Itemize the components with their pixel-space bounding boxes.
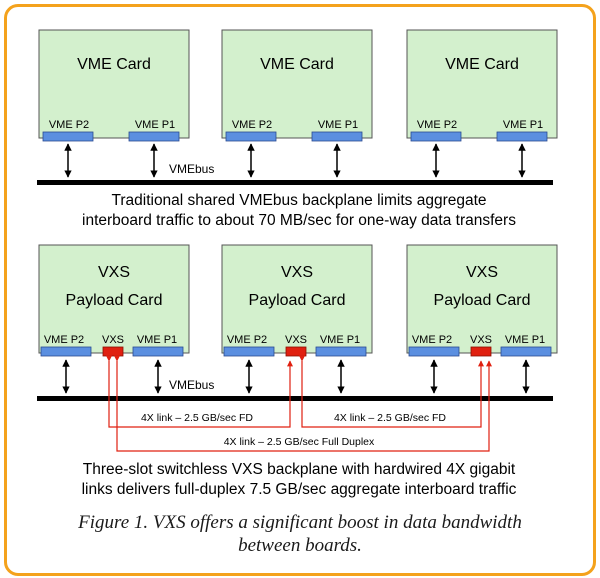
vxs-card-2-title-line2: Payload Card bbox=[249, 292, 346, 309]
vxs-card-1-body bbox=[38, 244, 190, 354]
link-card2-card3 bbox=[299, 355, 484, 428]
vme-card-2-title: VME Card bbox=[260, 56, 334, 73]
figure-frame: VME Card VME P2 VME P1 VME Card VME P2 V… bbox=[4, 4, 596, 576]
vxs-card-2-p1-label: VME P1 bbox=[320, 334, 360, 346]
vme-card-2: VME Card VME P2 VME P1 bbox=[221, 29, 373, 142]
vxs-card-3-title-line2: Payload Card bbox=[434, 292, 531, 309]
link-label-1: 4X link – 2.5 GB/sec FD bbox=[141, 412, 253, 424]
vxs-card-1-title-line2: Payload Card bbox=[66, 292, 163, 309]
top-caption-line1: Traditional shared VMEbus backplane limi… bbox=[111, 192, 486, 209]
vxs-card-3-vxs-connector bbox=[470, 346, 492, 357]
vme-card-3-title: VME Card bbox=[445, 56, 519, 73]
vme-card-3-p1-label: VME P1 bbox=[503, 119, 543, 131]
vxs-card-3-p1-connector bbox=[500, 346, 552, 357]
vme-card-1-title: VME Card bbox=[77, 56, 151, 73]
vme-card-2-body bbox=[221, 29, 373, 139]
bottom-caption-line1: Three-slot switchless VXS backplane with… bbox=[83, 461, 516, 478]
vxs-card-1: VXS Payload Card VME P2 VXS VME P1 bbox=[38, 244, 190, 357]
vxs-card-3: VXS Payload Card VME P2 VXS VME P1 bbox=[406, 244, 558, 357]
bottom-vmebus-bar bbox=[37, 396, 553, 401]
vxs-card-2-p1-connector bbox=[315, 346, 367, 357]
top-vmebus-bar bbox=[37, 180, 553, 185]
vme-card-1-p1-label: VME P1 bbox=[135, 119, 175, 131]
vxs-card-2: VXS Payload Card VME P2 VXS VME P1 bbox=[221, 244, 373, 357]
vme-card-3-body bbox=[406, 29, 558, 139]
vxs-card-2-p2-connector bbox=[223, 346, 275, 357]
vme-card-2-p2-label: VME P2 bbox=[232, 119, 272, 131]
vxs-card-3-vxs-label: VXS bbox=[470, 334, 492, 346]
vxs-card-1-p1-label: VME P1 bbox=[137, 334, 177, 346]
vme-card-3: VME Card VME P2 VME P1 bbox=[406, 29, 558, 142]
vxs-card-1-p2-label: VME P2 bbox=[44, 334, 84, 346]
vxs-card-2-p2-label: VME P2 bbox=[227, 334, 267, 346]
vxs-card-3-p2-label: VME P2 bbox=[412, 334, 452, 346]
vxs-card-3-p1-label: VME P1 bbox=[505, 334, 545, 346]
figure-caption: Figure 1. VXS offers a significant boost… bbox=[7, 511, 593, 557]
figure-caption-line2: between boards. bbox=[238, 535, 362, 556]
vxs-card-1-vxs-connector bbox=[102, 346, 124, 357]
vme-card-3-p2-connector bbox=[410, 131, 462, 142]
link-card1-card3 bbox=[114, 355, 492, 452]
top-caption-line2: interboard traffic to about 70 MB/sec fo… bbox=[82, 212, 516, 229]
vxs-card-1-p2-connector bbox=[40, 346, 92, 357]
bottom-caption-line2: links delivers full-duplex 7.5 GB/sec ag… bbox=[82, 481, 517, 498]
vme-card-2-p1-label: VME P1 bbox=[318, 119, 358, 131]
link-label-2: 4X link – 2.5 GB/sec FD bbox=[334, 412, 446, 424]
link-card1-card2 bbox=[106, 355, 293, 428]
vme-card-2-p2-connector bbox=[225, 131, 277, 142]
figure-caption-line1: Figure 1. VXS offers a significant boost… bbox=[78, 512, 522, 533]
bottom-bus-arrows bbox=[62, 359, 530, 394]
vxs-card-1-vxs-label: VXS bbox=[102, 334, 124, 346]
vme-card-1-body bbox=[38, 29, 190, 139]
vme-card-3-p1-connector bbox=[496, 131, 548, 142]
vxs-card-2-body bbox=[221, 244, 373, 354]
vxs-card-3-title-line1: VXS bbox=[466, 264, 498, 281]
top-vmebus-label: VMEbus bbox=[169, 162, 214, 176]
vxs-card-3-p2-connector bbox=[408, 346, 460, 357]
vxs-card-2-vxs-connector bbox=[285, 346, 307, 357]
vxs-diagram: VME Card VME P2 VME P1 VME Card VME P2 V… bbox=[37, 29, 558, 498]
vme-card-3-p2-label: VME P2 bbox=[417, 119, 457, 131]
bottom-vmebus-label: VMEbus bbox=[169, 378, 214, 392]
vxs-card-2-vxs-label: VXS bbox=[285, 334, 307, 346]
vxs-card-2-title-line1: VXS bbox=[281, 264, 313, 281]
vme-card-1: VME Card VME P2 VME P1 bbox=[38, 29, 190, 142]
vme-card-1-p2-connector bbox=[42, 131, 94, 142]
link-label-3: 4X link – 2.5 GB/sec Full Duplex bbox=[224, 436, 375, 448]
vme-card-2-p1-connector bbox=[311, 131, 363, 142]
vme-card-1-p1-connector bbox=[128, 131, 180, 142]
vxs-4x-links bbox=[106, 355, 492, 452]
vxs-card-1-p1-connector bbox=[132, 346, 184, 357]
vxs-card-1-title-line1: VXS bbox=[98, 264, 130, 281]
vxs-card-3-body bbox=[406, 244, 558, 354]
top-bus-arrows bbox=[64, 143, 526, 178]
vme-card-1-p2-label: VME P2 bbox=[49, 119, 89, 131]
